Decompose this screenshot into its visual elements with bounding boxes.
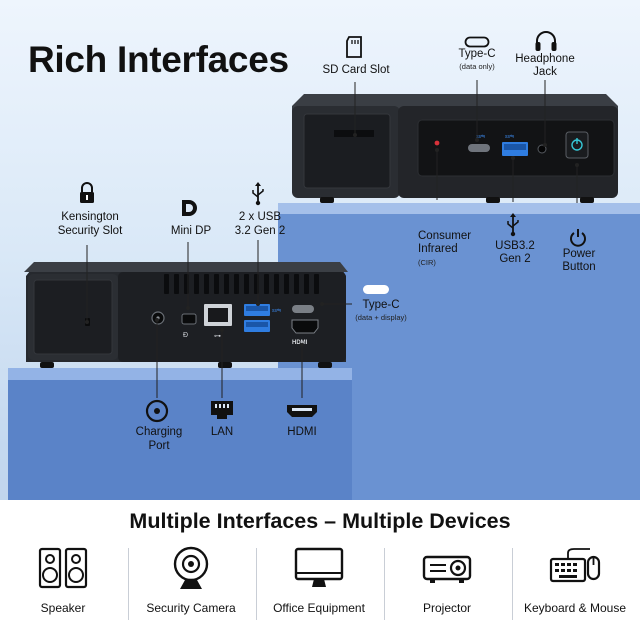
consumer-ir-label-line1: Consumer <box>418 230 472 242</box>
lock-icon <box>80 182 94 203</box>
usb-label-line2: 3.2 Gen 2 <box>234 225 286 237</box>
sd-card-label: SD Card Slot <box>322 64 390 76</box>
power-icon <box>570 229 586 247</box>
right-pedestal-front <box>278 203 640 500</box>
cir-sensor <box>434 140 440 146</box>
charging-port-icon <box>145 399 169 423</box>
usb-icon <box>507 213 519 237</box>
lan-icon <box>211 401 233 419</box>
power-label-line2: Button <box>562 261 596 273</box>
kensington-label-line1: Kensington <box>61 211 119 223</box>
lan-label: LAN <box>210 426 234 438</box>
divider <box>256 548 257 620</box>
monitor-icon <box>294 547 344 587</box>
usb-icon <box>252 182 264 206</box>
svg-text:HDMI: HDMI <box>292 340 308 346</box>
hdmi-icon <box>287 405 317 417</box>
device-label: Projector <box>422 601 472 615</box>
left-pedestal-top <box>8 368 352 380</box>
mini-dp-port <box>181 313 197 325</box>
front-type-c-port <box>468 144 490 152</box>
divider <box>128 548 129 620</box>
headphone-icon <box>535 31 557 51</box>
device-office-equipment: Office Equipment <box>256 545 382 635</box>
usb-label-line1: 2 x USB <box>238 211 282 223</box>
device-label: Security Camera <box>146 601 236 615</box>
rear-device: Ð ⊶ ss⇋ HDMI <box>24 262 348 368</box>
svg-text:ss⇋: ss⇋ <box>505 134 514 140</box>
device-projector: Projector <box>384 545 510 635</box>
device-label: Keyboard & Mouse <box>523 601 627 615</box>
mini-dp-icon <box>182 200 197 216</box>
headphone-jack <box>537 144 547 154</box>
type-c-icon <box>363 285 389 294</box>
speaker-icon <box>38 547 88 589</box>
headphone-label-line2: Jack <box>533 66 557 78</box>
consumer-ir-note: (CIR) <box>418 258 436 267</box>
rear-type-c-port <box>292 305 314 313</box>
power-label-line1: Power <box>562 248 596 260</box>
hdmi-port <box>291 319 319 334</box>
charging-label-line2: Port <box>148 440 170 452</box>
type-c-rear-note: (data + display) <box>355 313 407 322</box>
device-keyboard-mouse: Keyboard & Mouse <box>512 545 638 635</box>
svg-text:ss⇋: ss⇋ <box>272 308 281 314</box>
device-label: Office Equipment <box>273 601 365 615</box>
type-c-top-label: Type-C <box>458 48 496 60</box>
divider <box>512 548 513 620</box>
divider <box>384 548 385 620</box>
sd-card-icon <box>346 36 362 58</box>
projector-icon <box>422 555 472 583</box>
type-c-top-note: (data only) <box>459 62 495 71</box>
security-camera-icon <box>173 546 209 589</box>
consumer-ir-label-line2: Infrared <box>418 243 458 255</box>
right-pedestal-top <box>278 203 640 214</box>
mini-dp-label: Mini DP <box>170 225 212 237</box>
type-c-rear-label: Type-C <box>362 299 400 311</box>
devices-band <box>0 500 640 640</box>
device-speaker: Speaker <box>0 545 126 635</box>
left-pedestal-front <box>8 376 352 500</box>
power-button <box>565 131 589 159</box>
svg-text:⊶: ⊶ <box>214 333 221 340</box>
headphone-label-line1: Headphone <box>515 53 575 65</box>
svg-text:Ð: Ð <box>183 332 188 339</box>
front-device: ss⇋ ss⇋ <box>292 94 618 203</box>
hdmi-label: HDMI <box>287 426 317 438</box>
keyboard-mouse-icon <box>549 548 601 583</box>
svg-text:ss⇋: ss⇋ <box>476 134 485 140</box>
device-security-camera: Security Camera <box>128 545 254 635</box>
devices-title: Multiple Interfaces – Multiple Devices <box>129 509 511 533</box>
type-c-icon <box>464 36 490 48</box>
usb32-label-line2: Gen 2 <box>499 253 531 265</box>
kensington-label-line2: Security Slot <box>57 225 123 237</box>
usb32-label-line1: USB3.2 <box>495 240 535 252</box>
page-title: Rich Interfaces <box>28 39 289 80</box>
charging-label-line1: Charging <box>135 426 183 438</box>
device-label: Speaker <box>40 601 86 615</box>
